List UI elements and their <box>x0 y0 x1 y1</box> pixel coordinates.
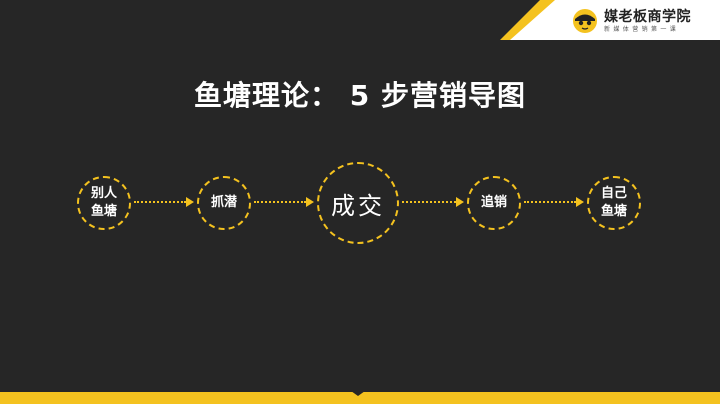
flow-node-capture: 抓潜 <box>197 176 251 230</box>
mascot-icon <box>573 9 597 33</box>
brand-logo: 媒老板商学院 新媒体营销第一课 <box>572 8 712 34</box>
flow-node-label: 自己鱼塘 <box>600 186 627 219</box>
flow-arrow <box>134 197 194 207</box>
flow-arrow <box>254 197 314 207</box>
flow-node-upsell: 追销 <box>467 176 521 230</box>
logo-title: 媒老板商学院 <box>604 8 691 25</box>
top-dark-band <box>0 0 540 40</box>
logo-subtitle: 新媒体营销第一课 <box>604 25 680 33</box>
flow-node-others-pond: 别人鱼塘 <box>77 176 131 230</box>
flow-node-label: 别人鱼塘 <box>90 186 117 219</box>
flow-node-label: 抓潜 <box>210 195 237 210</box>
bottom-notch <box>344 386 372 396</box>
flow-node-deal: 成交 <box>317 162 399 244</box>
slide-title: 鱼塘理论： 5 步营销导图 <box>194 79 526 112</box>
flow-node-label: 成交 <box>331 191 385 220</box>
flow-node-own-pond: 自己鱼塘 <box>587 176 641 230</box>
flow-arrow <box>402 197 464 207</box>
flow-arrow <box>524 197 584 207</box>
flow-node-label: 追销 <box>480 195 507 210</box>
bottom-accent-band <box>0 392 720 404</box>
